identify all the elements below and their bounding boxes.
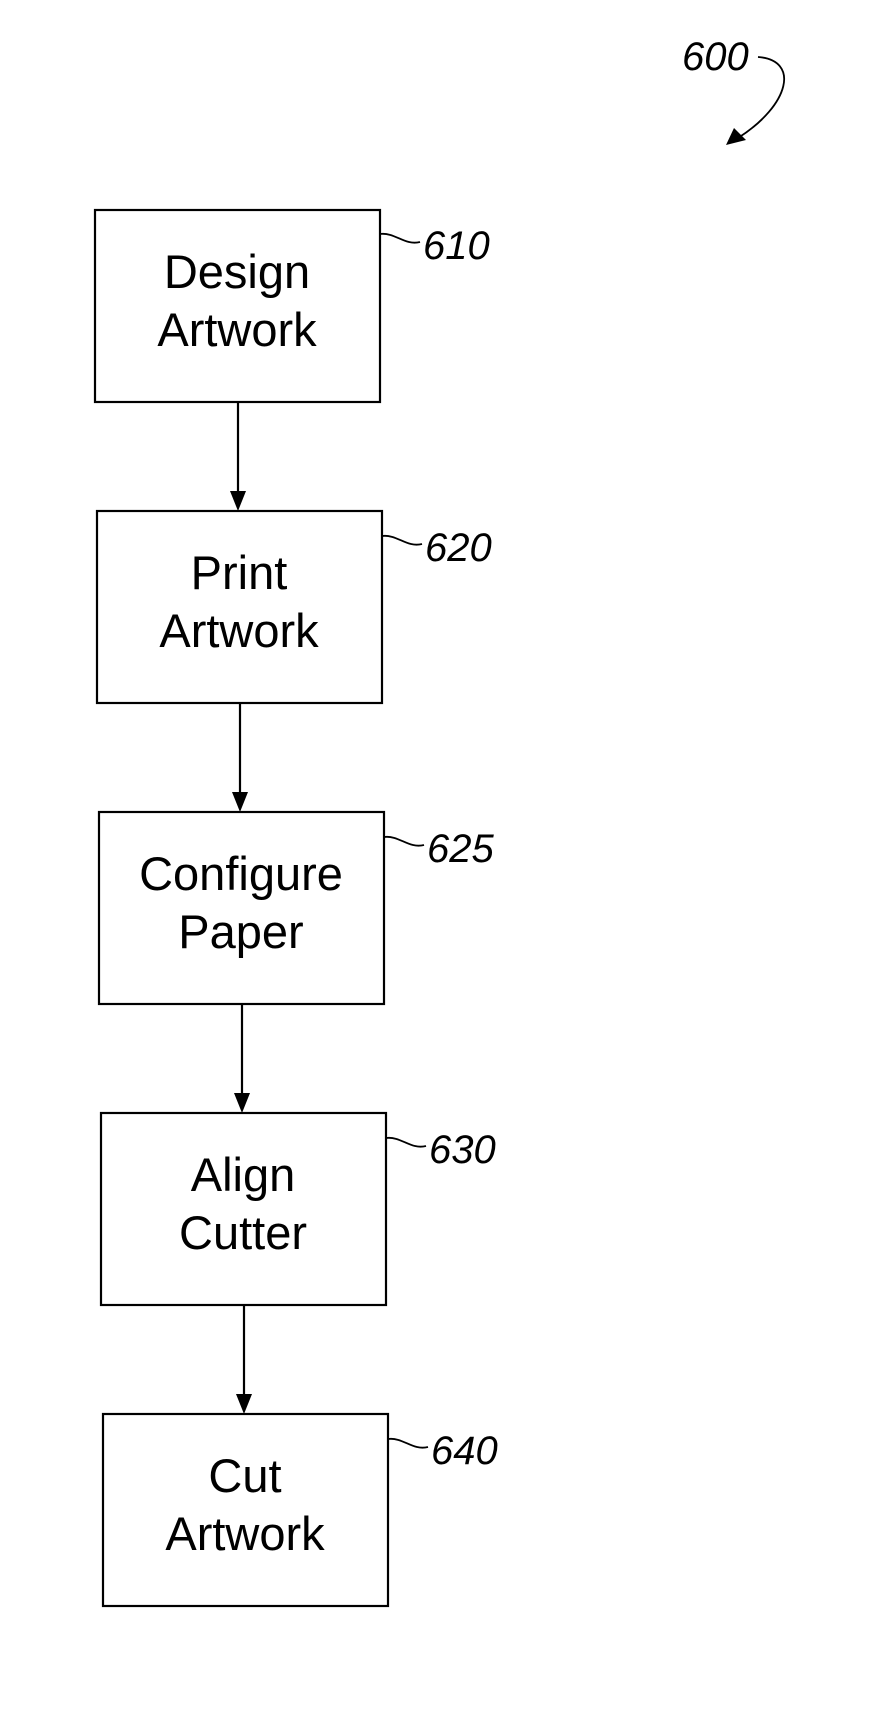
connector-625-630 xyxy=(234,1004,250,1113)
step-box-625-line-2: Paper xyxy=(178,905,303,958)
step-ref-610-label: 610 xyxy=(423,224,490,268)
step-box-610: Design Artwork xyxy=(95,210,380,402)
step-ref-610: 610 xyxy=(380,224,490,268)
step-ref-620-label: 620 xyxy=(425,526,492,570)
figure-reference-label: 600 xyxy=(682,35,749,79)
step-ref-610-leader xyxy=(380,234,420,243)
figure-reference-arrowhead xyxy=(726,128,746,145)
connector-610-620 xyxy=(230,402,246,511)
step-box-640-line-2: Artwork xyxy=(165,1507,325,1560)
step-box-625-line-1: Configure xyxy=(139,847,343,900)
step-box-630-line-2: Cutter xyxy=(179,1206,307,1259)
step-box-620-line-1: Print xyxy=(191,546,288,599)
step-box-630: Align Cutter xyxy=(101,1113,386,1305)
connector-630-640-arrowhead xyxy=(236,1394,252,1414)
step-box-620: Print Artwork xyxy=(97,511,382,703)
step-box-630-line-1: Align xyxy=(191,1148,296,1201)
step-ref-630-label: 630 xyxy=(429,1128,496,1172)
step-ref-630: 630 xyxy=(386,1128,496,1172)
step-ref-625-label: 625 xyxy=(427,827,494,871)
step-ref-620: 620 xyxy=(382,526,492,570)
step-ref-640-label: 640 xyxy=(431,1429,498,1473)
step-ref-640-leader xyxy=(388,1439,428,1448)
step-box-640-line-1: Cut xyxy=(208,1449,281,1502)
connector-630-640 xyxy=(236,1305,252,1414)
step-box-625: Configure Paper xyxy=(99,812,384,1004)
step-box-610-line-1: Design xyxy=(164,245,310,298)
figure-reference: 600 xyxy=(682,35,784,145)
step-ref-625-leader xyxy=(384,837,424,846)
connector-610-620-arrowhead xyxy=(230,491,246,511)
step-ref-640: 640 xyxy=(388,1429,498,1473)
step-box-620-line-2: Artwork xyxy=(159,604,319,657)
step-ref-620-leader xyxy=(382,536,422,545)
step-box-610-line-2: Artwork xyxy=(157,303,317,356)
connector-620-625 xyxy=(232,703,248,812)
connector-625-630-arrowhead xyxy=(234,1093,250,1113)
step-ref-630-leader xyxy=(386,1138,426,1147)
connector-620-625-arrowhead xyxy=(232,792,248,812)
step-box-640: Cut Artwork xyxy=(103,1414,388,1606)
step-ref-625: 625 xyxy=(384,827,494,871)
